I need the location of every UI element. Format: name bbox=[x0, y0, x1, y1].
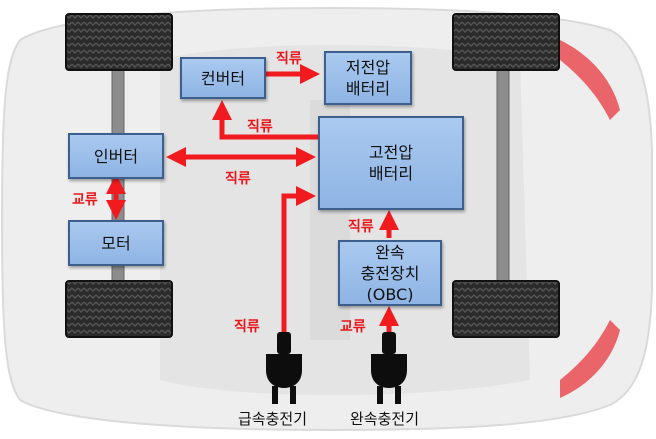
low-voltage-battery-box: 저전압 배터리 bbox=[324, 51, 412, 105]
label-fast-to-hv: 직류 bbox=[234, 319, 260, 335]
inverter-box: 인버터 bbox=[68, 133, 164, 179]
converter-box: 컨버터 bbox=[180, 57, 266, 99]
high-voltage-battery-box: 고전압 배터리 bbox=[318, 116, 464, 210]
plug-icon bbox=[266, 332, 407, 404]
arrow-fast-to-hv bbox=[281, 186, 316, 335]
label-inv-hv: 직류 bbox=[225, 171, 251, 187]
flow-arrows bbox=[106, 64, 399, 335]
fast-charger-caption: 급속충전기 bbox=[238, 410, 308, 428]
label-inv-motor: 교류 bbox=[72, 192, 98, 208]
label-hv-to-conv: 직류 bbox=[247, 119, 273, 135]
label-conv-to-lv: 직류 bbox=[276, 51, 302, 67]
rear-axle bbox=[496, 63, 510, 287]
obc-box: 완속 충전장치 (OBC) bbox=[338, 240, 442, 306]
motor-box: 모터 bbox=[68, 220, 164, 266]
arrow-hv-to-conv bbox=[212, 100, 318, 140]
label-obc-to-hv: 직류 bbox=[348, 219, 374, 235]
slow-charger-caption: 완속충전기 bbox=[350, 410, 420, 428]
label-slow-to-obc: 교류 bbox=[340, 319, 366, 335]
wheel-icon bbox=[65, 13, 560, 338]
